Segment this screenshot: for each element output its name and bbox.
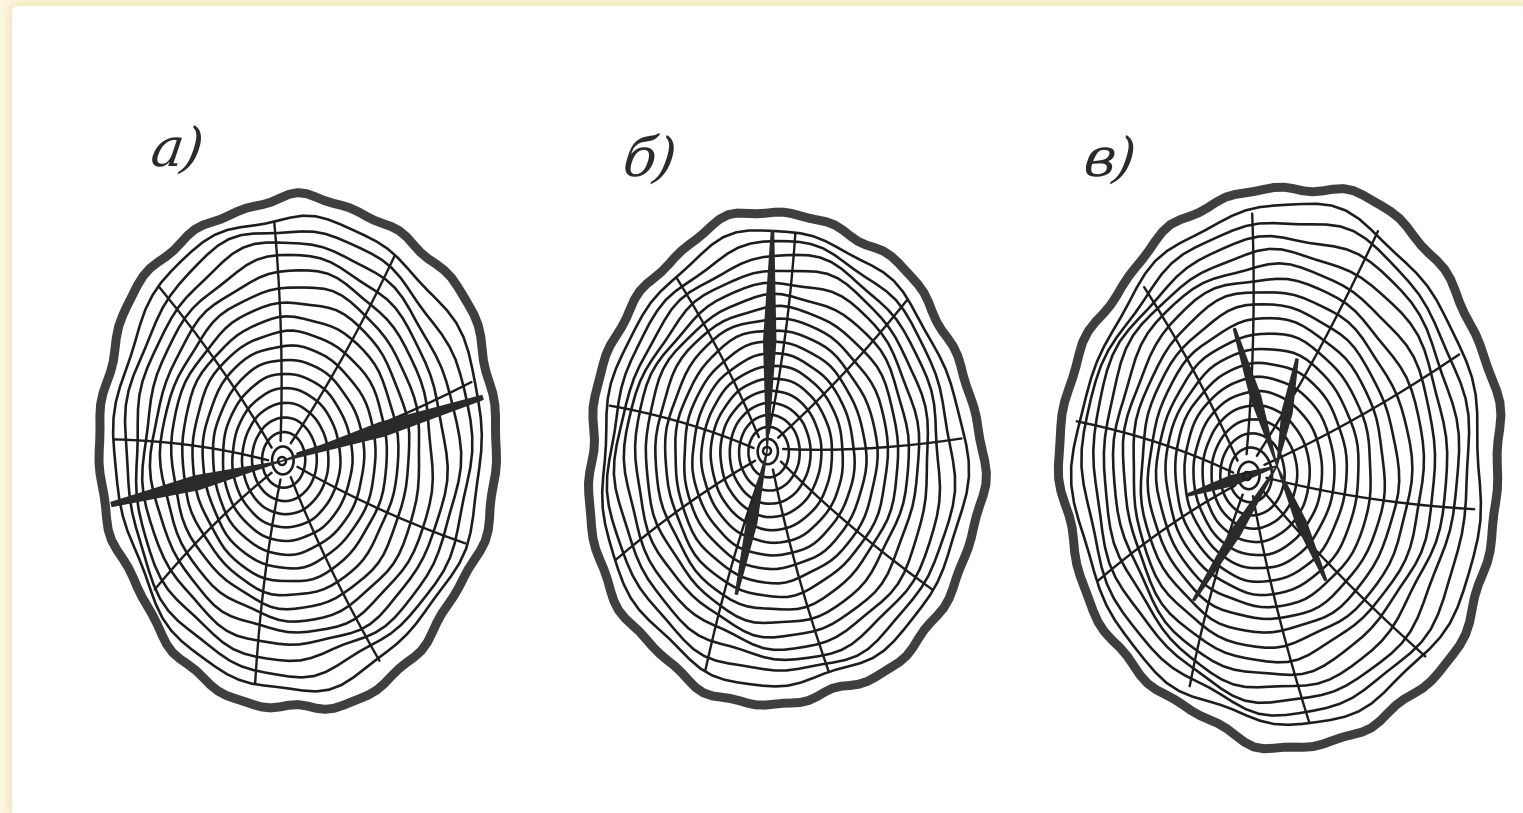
slide-canvas: а) б) в) <box>12 6 1523 813</box>
annual-ring <box>602 231 969 687</box>
figure-label-c: в) <box>1081 126 1138 189</box>
figure-label-b: б) <box>620 126 679 189</box>
log-cross-section-a <box>92 196 512 716</box>
figure-c: в) <box>1057 106 1523 756</box>
medullary-ray <box>298 467 466 543</box>
radial-crack <box>735 451 767 594</box>
figure-b: б) <box>582 106 1002 726</box>
log-cross-section-c <box>1057 191 1507 751</box>
radial-crack <box>764 231 776 451</box>
annual-ring <box>142 255 448 645</box>
figure-a: а) <box>92 106 522 726</box>
through-crack <box>282 396 483 461</box>
annual-ring <box>692 353 854 555</box>
figure-label-a: а) <box>148 116 206 179</box>
annual-ring <box>136 243 461 661</box>
log-cross-section-b <box>582 216 982 716</box>
